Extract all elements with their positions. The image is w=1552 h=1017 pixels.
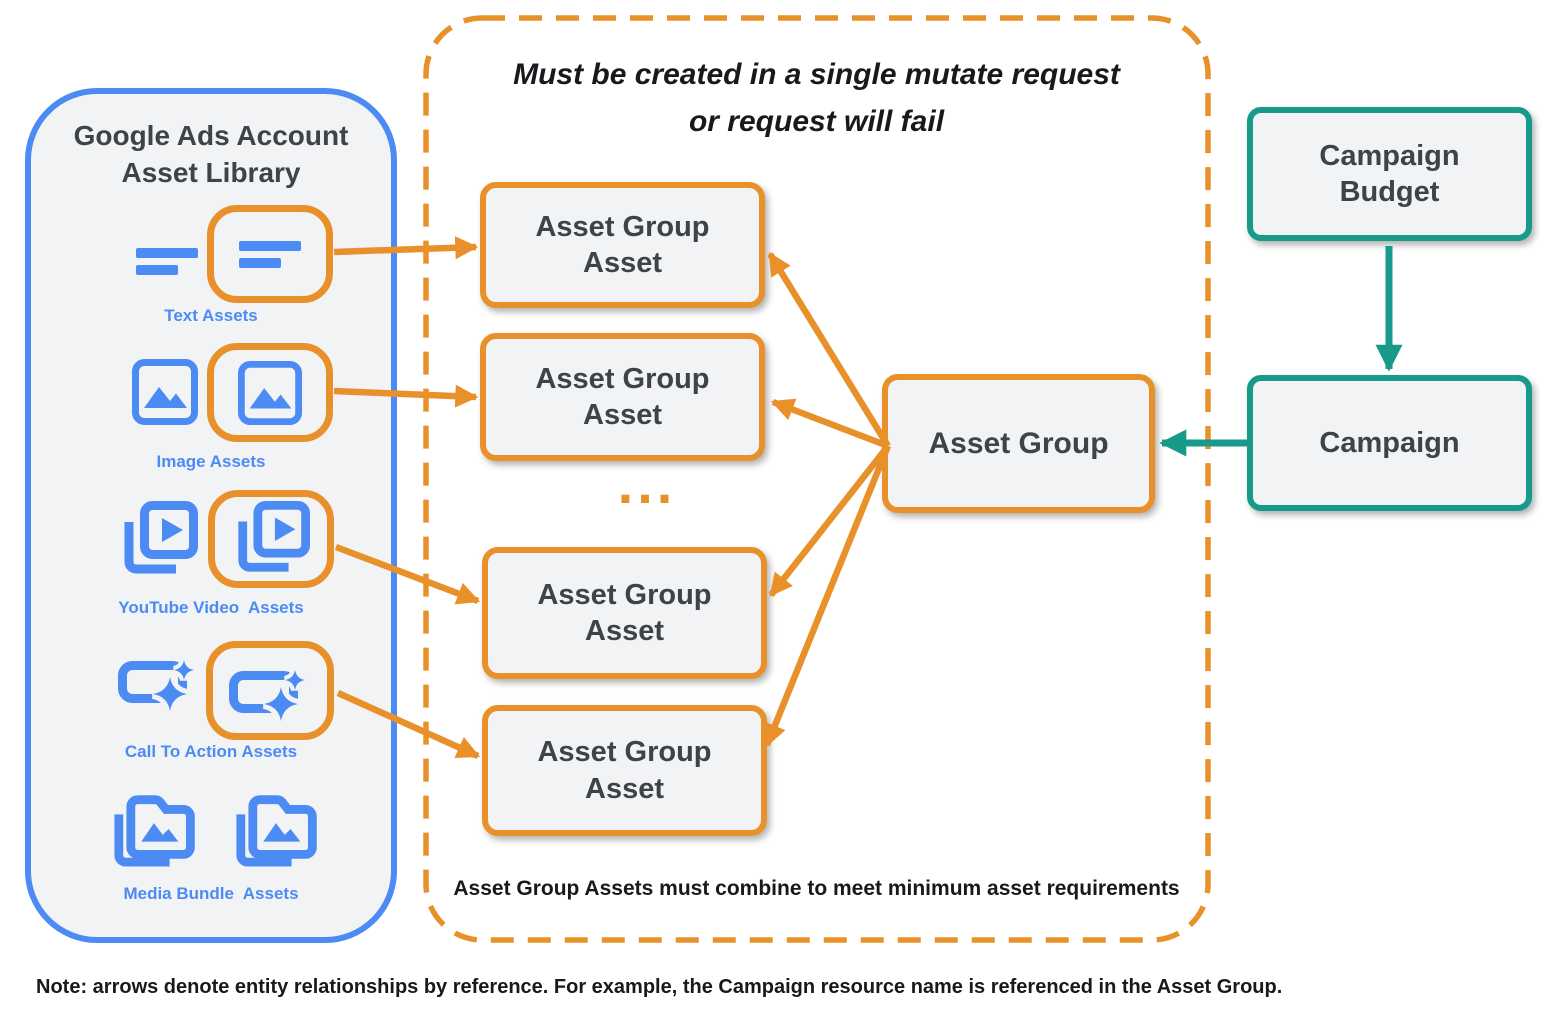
campaign-budget-box: Campaign Budget — [1247, 107, 1532, 241]
reference-note: Note: arrows denote entity relationships… — [36, 976, 1283, 998]
asset-group-asset-box-2: Asset Group Asset — [480, 333, 765, 461]
text-asset-icon — [238, 234, 302, 274]
text-asset-icon — [135, 241, 199, 281]
call-to-action-asset-icon — [118, 650, 200, 712]
image-asset-icon — [237, 360, 303, 426]
campaign-budget-label-line1: Campaign — [1319, 139, 1460, 172]
asset-group-label: Asset Group — [928, 426, 1109, 460]
youtube-video-asset-icon — [232, 500, 310, 578]
asset-group-asset-label-line2: Asset — [583, 247, 662, 279]
text-assets-label: Text Assets — [164, 306, 258, 325]
asset-group-asset-label-line1: Asset Group — [537, 578, 712, 611]
arrow-asset-group-to-asset-group-asset-1 — [767, 252, 891, 448]
campaign-budget-label-line2: Budget — [1339, 176, 1440, 208]
arrow-asset-group-to-asset-group-asset-2 — [770, 398, 890, 450]
call-to-action-asset-icon — [229, 660, 311, 722]
youtube-video-assets-label: YouTube Video Assets — [118, 598, 304, 617]
mutate-request-title-line2: or request will fail — [688, 104, 945, 138]
mutate-panel-footer: Asset Group Assets must combine to meet … — [453, 877, 1180, 900]
asset-group-asset-box-3: Asset Group Asset — [482, 547, 767, 679]
mutate-request-title: Must be created in a single mutate reque… — [423, 52, 1210, 145]
asset-group-asset-label-line2: Asset — [585, 772, 664, 805]
youtube-video-asset-highlight-box — [208, 490, 334, 588]
campaign-box: Campaign — [1247, 375, 1532, 511]
image-asset-icon — [131, 358, 199, 426]
asset-group-asset-box-1: Asset Group Asset — [480, 182, 765, 308]
media-bundle-asset-icon — [103, 787, 201, 869]
asset-group-asset-label-line1: Asset Group — [535, 210, 710, 243]
call-to-action-assets-label: Call To Action Assets — [124, 742, 298, 761]
asset-library-panel: Google Ads Account Asset Library Text As… — [25, 88, 397, 943]
youtube-video-asset-icon — [118, 500, 198, 580]
mutate-request-title-line1: Must be created in a single mutate reque… — [513, 58, 1120, 91]
asset-group-asset-box-4: Asset Group Asset — [482, 705, 767, 836]
image-assets-label: Image Assets — [156, 452, 266, 471]
text-asset-highlight-box — [207, 205, 333, 303]
image-asset-highlight-box — [207, 343, 333, 442]
more-asset-group-assets-ellipsis: ... — [617, 451, 677, 515]
call-to-action-asset-highlight-box — [206, 641, 334, 740]
arrow-asset-group-to-asset-group-asset-4 — [763, 444, 892, 748]
asset-library-title: Google Ads Account Asset Library — [73, 120, 349, 188]
asset-group-asset-label-line2: Asset — [583, 399, 662, 431]
arrow-asset-group-to-asset-group-asset-3 — [768, 443, 891, 598]
asset-group-asset-label-line2: Asset — [585, 615, 664, 647]
campaign-label: Campaign — [1319, 426, 1460, 459]
asset-group-box: Asset Group — [882, 374, 1155, 513]
media-bundle-asset-icon — [225, 787, 323, 869]
asset-group-asset-label-line1: Asset Group — [537, 736, 712, 769]
asset-group-asset-label-line1: Asset Group — [535, 362, 710, 395]
media-bundle-assets-label: Media Bundle Assets — [123, 884, 299, 903]
